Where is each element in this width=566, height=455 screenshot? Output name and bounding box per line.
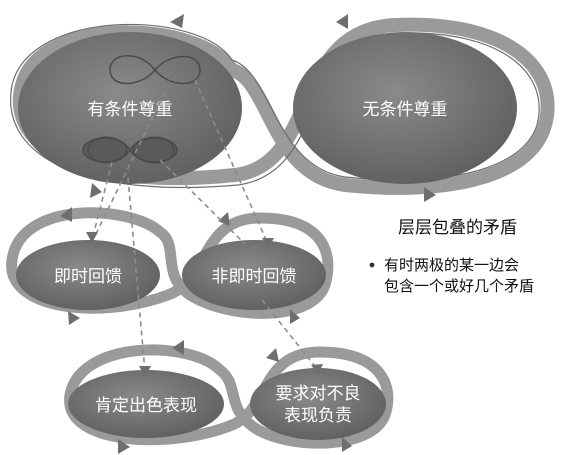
bottom-infinity-loop [64,344,394,449]
arrow-icon [311,364,323,375]
middle-infinity-loop [6,207,334,319]
arrow-icon [68,311,80,325]
arrow-icon [290,309,300,324]
demand-accountability-ellipse [250,368,386,440]
arrow-icon [170,14,184,28]
demand-accountability-label-line1: 要求对不良 [276,384,361,404]
conditional-respect-ellipse [18,32,242,184]
arrow-icon [90,183,102,198]
affirm-excellence-label: 肯定出色表现 [95,396,197,416]
delayed-feedback-label: 非即时回馈 [212,267,297,287]
link-bottom-loop-to-delayed [159,159,246,245]
dashed-links [91,79,319,373]
mini-loop-bottom [82,136,178,164]
conditional-respect-label: 有条件尊重 [88,100,173,120]
demand-accountability-label-line2: 表现负责 [284,406,352,426]
arrow-icon [266,348,279,362]
side-note-line2: 包含一个或好几个矛盾 [384,277,534,295]
arrow-icon [118,439,130,454]
arrow-icon [342,437,352,452]
link-mini-loop-to-delayed [194,79,269,245]
bullet-icon [369,262,375,268]
delayed-feedback-ellipse [182,240,326,310]
arrow-icon [424,187,436,202]
arrow-icon [86,232,98,243]
link-instant-to-affirm [127,177,146,373]
instant-feedback-label: 即时回馈 [54,267,122,287]
arrow-icon [139,366,151,377]
arrow-icon [218,212,230,226]
link-bottom-loop-to-instant [91,161,113,241]
link-delayed-to-accountability [261,299,319,371]
unconditional-respect-label: 无条件尊重 [363,100,448,120]
instant-feedback-ellipse [16,240,160,310]
mini-loop-top [109,55,201,85]
arrow-icon [60,207,72,222]
arrow-icon [336,14,348,29]
affirm-excellence-ellipse [68,370,224,438]
arrow-icon [172,340,184,355]
arrow-icon [262,238,274,249]
side-title: 层层包叠的矛盾 [398,218,517,238]
side-note-line1: 有时两极的某一边会 [384,256,519,274]
unconditional-respect-ellipse [293,32,517,184]
